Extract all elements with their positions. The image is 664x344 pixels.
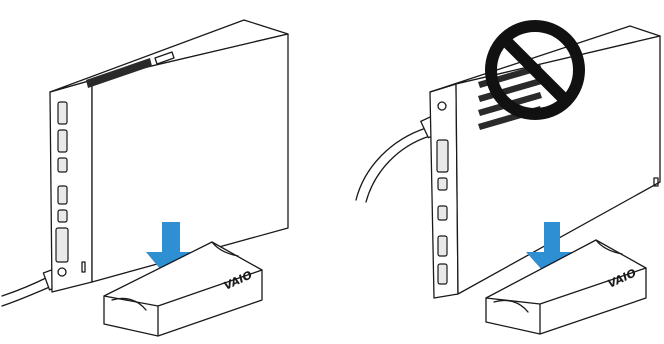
cable-icon: [356, 116, 439, 202]
left-panel: VAIO: [2, 20, 288, 336]
right-panel: VAIO: [356, 26, 660, 334]
